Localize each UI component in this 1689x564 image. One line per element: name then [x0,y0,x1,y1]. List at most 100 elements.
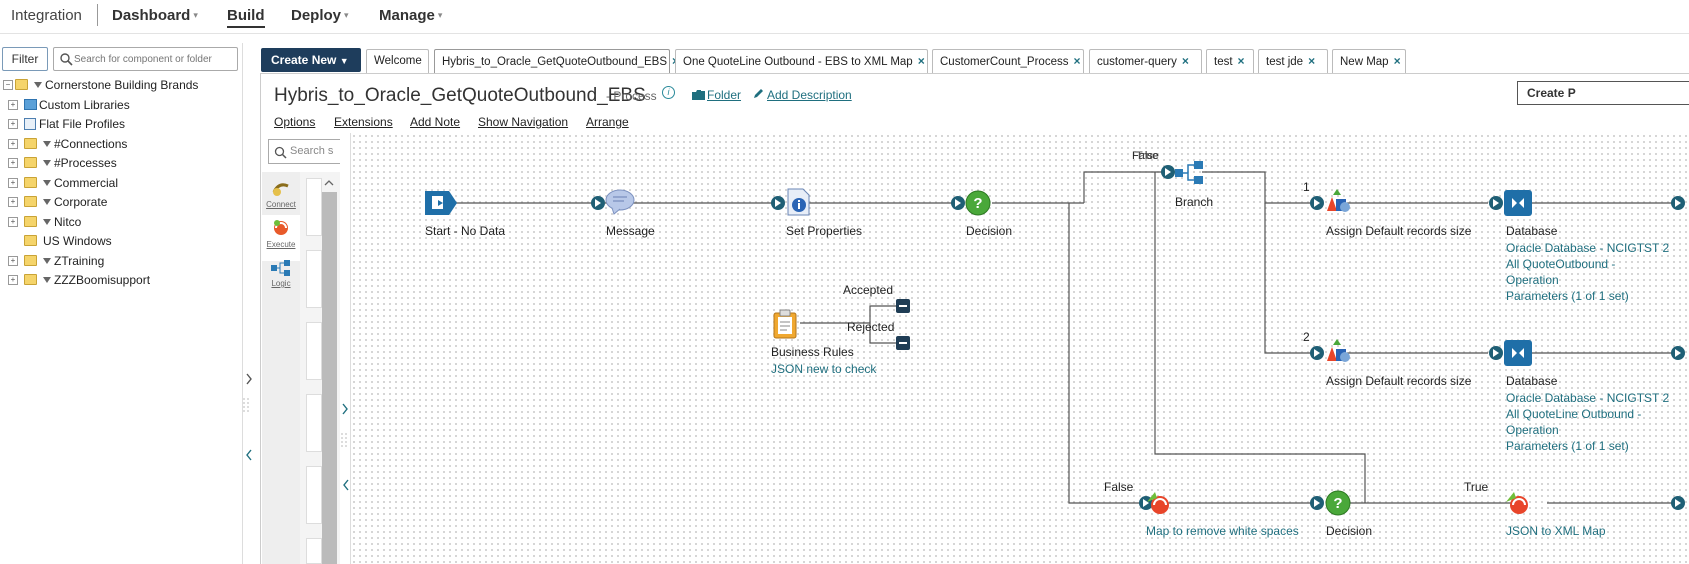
connector-dot[interactable] [1489,346,1503,360]
tree-item-zzzboomisupport[interactable]: + ZZZBoomisupport [0,271,240,291]
expand-icon[interactable]: + [8,138,18,149]
tab-quoteline-map[interactable]: One QuoteLine Outbound - EBS to XML Map× [675,49,928,73]
nav-manage[interactable]: Manage▾ [379,7,442,24]
tree-item-connections[interactable]: + #Connections [0,135,240,155]
expand-icon[interactable]: + [8,99,18,110]
shape-card[interactable] [306,538,322,564]
close-icon[interactable]: × [1237,54,1245,68]
menu-options[interactable]: Options [274,115,316,129]
shape-card[interactable] [306,250,322,308]
tree-item-nitco[interactable]: + Nitco [0,213,240,233]
map-assign-shape[interactable] [1323,337,1353,367]
shape-card[interactable] [306,322,322,380]
decision-shape[interactable]: ? [1324,489,1352,517]
expand-icon[interactable]: + [8,275,18,285]
nav-deploy[interactable]: Deploy▾ [291,7,349,24]
connector-dot[interactable] [951,196,965,210]
connector-dot[interactable] [1310,496,1324,510]
process-canvas[interactable] [351,133,1689,564]
collapse-path-icon[interactable] [896,299,910,313]
menu-add-note[interactable]: Add Note [410,115,461,129]
panel-splitter[interactable] [243,43,257,564]
connector-dot[interactable] [1161,165,1175,179]
connector-dot[interactable] [1310,196,1324,210]
set-properties-shape[interactable] [784,187,814,217]
info-icon[interactable]: i [662,86,675,99]
create-new-button[interactable]: Create New ▼ [261,48,361,72]
tree-item-custom-libraries[interactable]: + Custom Libraries [0,96,240,116]
expand-icon[interactable]: + [8,177,18,188]
scroll-up-icon[interactable] [322,177,337,189]
expand-icon[interactable]: + [8,197,18,207]
tab-customercount[interactable]: CustomerCount_Process× [932,49,1084,73]
folder-link[interactable]: Folder [707,88,742,102]
connector-dot[interactable] [1310,346,1324,360]
database-operation-link[interactable]: Oracle Database - NCIGTST 2 All QuoteLin… [1506,390,1669,454]
tree-item-root[interactable]: − Cornerstone Building Brands [0,76,240,96]
collapse-path-icon[interactable] [896,336,910,350]
shape-card[interactable] [306,394,322,452]
tree-item-flat-file-profiles[interactable]: + Flat File Profiles [0,115,240,135]
tree-item-us-windows[interactable]: US Windows [0,232,240,252]
palette-connect[interactable]: Connect [262,177,300,223]
connector-dot[interactable] [771,196,785,210]
tree-item-ztraining[interactable]: + ZTraining [0,252,240,272]
nav-dashboard[interactable]: Dashboard▾ [112,7,198,24]
connector-dot[interactable] [1671,496,1685,510]
collapse-panel-icon[interactable] [243,368,257,488]
branch-shape[interactable] [1174,160,1206,186]
component-search-input[interactable] [74,50,234,68]
connector-dot[interactable] [1671,346,1685,360]
connector-dot[interactable] [1671,196,1685,210]
canvas-splitter[interactable] [340,133,351,564]
collapse-icon[interactable]: − [3,80,13,90]
nav-build[interactable]: Build [227,7,265,28]
map-shape[interactable] [1502,488,1532,518]
close-icon[interactable]: × [1308,54,1316,68]
database-shape[interactable] [1503,189,1533,217]
json-xml-map-label[interactable]: JSON to XML Map [1506,524,1606,538]
app-brand[interactable]: Integration [11,7,82,24]
business-rules-shape[interactable] [770,309,800,339]
close-icon[interactable]: × [1181,54,1189,68]
message-shape[interactable] [604,188,636,216]
close-icon[interactable]: × [917,54,925,68]
palette-scrollbar[interactable] [322,192,337,564]
tab-welcome[interactable]: Welcome [366,49,429,73]
shape-card[interactable] [306,178,322,236]
map-assign-shape[interactable] [1323,187,1353,217]
close-icon[interactable]: × [1393,54,1401,68]
map-shape[interactable] [1143,488,1173,518]
expand-icon[interactable]: + [8,158,18,168]
tab-test-jde[interactable]: test jde× [1258,49,1328,73]
component-search[interactable] [53,47,238,71]
expand-palette-icon[interactable] [340,398,351,498]
tree-item-corporate[interactable]: + Corporate [0,193,240,213]
expand-icon[interactable]: + [8,255,18,266]
tree-item-commercial[interactable]: + Commercial [0,174,240,194]
add-description-link[interactable]: Add Description [767,88,852,102]
tab-test[interactable]: test× [1206,49,1254,73]
close-icon[interactable]: × [1073,54,1081,68]
tab-customer-query[interactable]: customer-query× [1089,49,1202,73]
tree-item-processes[interactable]: + #Processes [0,154,240,174]
connector-dot[interactable] [1489,196,1503,210]
menu-show-navigation[interactable]: Show Navigation [478,115,569,129]
create-packaged-component-button[interactable]: Create P [1517,81,1689,105]
menu-extensions[interactable]: Extensions [334,115,393,129]
database-operation-link[interactable]: Oracle Database - NCIGTST 2 All QuoteOut… [1506,240,1669,304]
palette-execute[interactable]: Execute [262,215,300,261]
tab-new-map[interactable]: New Map× [1332,49,1406,73]
connector-dot[interactable] [591,196,605,210]
expand-icon[interactable]: + [8,216,18,227]
business-rules-link[interactable]: JSON new to check [771,362,877,376]
shape-card[interactable] [306,466,322,524]
expand-icon[interactable]: + [8,119,18,129]
palette-logic[interactable]: Logic [262,256,300,302]
shape-search[interactable]: Search s [268,139,340,164]
filter-button[interactable]: Filter [2,47,48,71]
decision-shape[interactable]: ? [964,189,992,217]
database-shape[interactable] [1503,339,1533,367]
map-shape-label[interactable]: Map to remove white spaces [1146,524,1299,538]
start-shape[interactable] [423,189,459,217]
